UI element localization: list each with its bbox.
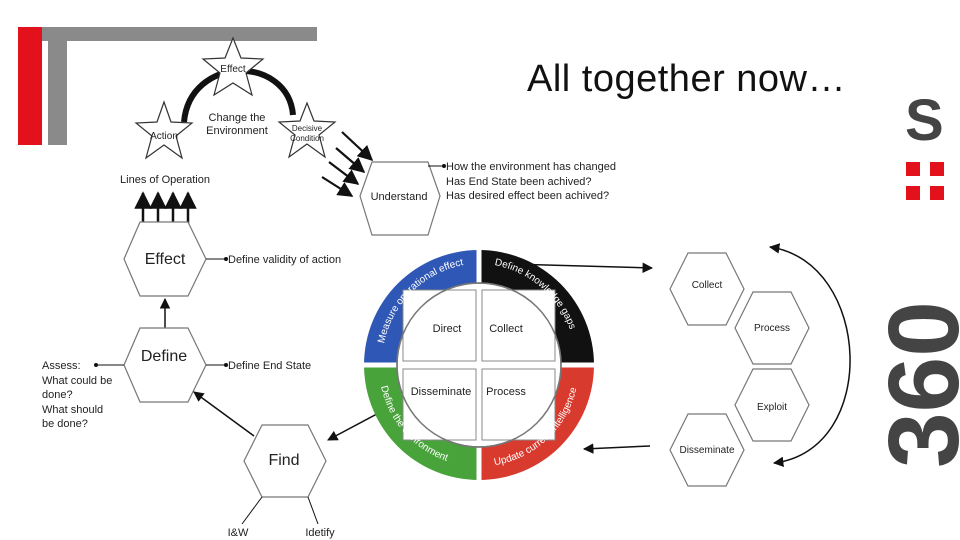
assess-line-3: done? — [42, 389, 73, 401]
disseminate-to-circle-arrow — [582, 443, 651, 454]
diagonal-arrow — [321, 176, 354, 197]
find-output-identify: Idetify — [305, 527, 335, 539]
grey-accent-bar-side — [48, 41, 67, 145]
disseminate-hex — [669, 413, 745, 487]
understand-label: Understand — [371, 191, 428, 203]
define-note: Define End State — [228, 360, 311, 372]
brand-360-mark: 360 — [868, 301, 960, 468]
diagonal-arrow — [335, 147, 366, 174]
disseminate-hex-label: Disseminate — [679, 445, 734, 456]
red-accent-bar — [18, 27, 42, 145]
decisive-star-line2: Condition — [290, 134, 324, 143]
quadrant-collect-label: Collect — [489, 323, 523, 335]
effect-star-label: Effect — [220, 64, 246, 75]
define-hex — [123, 327, 207, 403]
assess-line-1: Assess: — [42, 360, 81, 372]
find-output-iw: I&W — [228, 527, 249, 539]
understand-note-1: How the environment has changed — [446, 161, 616, 173]
decisive-condition-star — [277, 101, 337, 159]
effect-star — [201, 36, 265, 97]
quadrant-process-label: Process — [486, 386, 526, 398]
process-hex-label: Process — [754, 323, 790, 334]
find-output-line — [307, 496, 319, 525]
collect-hex-label: Collect — [692, 280, 723, 291]
assess-line-2: What could be — [42, 375, 112, 387]
find-to-define-arrow — [193, 391, 255, 437]
slide-title: All together now… — [527, 58, 846, 100]
assess-line-5: be done? — [42, 418, 88, 430]
collect-hex — [669, 252, 745, 326]
diagonal-arrow — [328, 161, 360, 185]
find-output-line — [241, 496, 263, 525]
understand-hex — [359, 161, 441, 236]
right-cycle-arc — [768, 243, 851, 468]
exploit-hex-label: Exploit — [757, 402, 787, 413]
brand-dot — [906, 186, 920, 200]
effect-hex-label: Effect — [145, 251, 186, 268]
change-label-line2: Environment — [206, 125, 268, 137]
circle-to-collect-arrow — [509, 262, 654, 273]
define-hex-label: Define — [141, 348, 187, 365]
diagonal-arrow — [341, 131, 374, 162]
quadrant-disseminate — [402, 368, 477, 441]
quadrant-disseminate-label: Disseminate — [411, 386, 472, 398]
understand-note-3: Has desired effect been achived? — [446, 190, 609, 202]
brand-dot — [930, 162, 944, 176]
assess-line-4: What should — [42, 404, 103, 416]
inner-circle-outline — [396, 282, 562, 448]
effect-note: Define validity of action — [228, 254, 341, 266]
lines-of-operation-label: Lines of Operation — [120, 174, 210, 186]
action-star-label: Action — [150, 131, 178, 142]
brand-dot — [930, 186, 944, 200]
action-star — [134, 100, 194, 160]
understand-note-2: Has End State been achived? — [446, 176, 592, 188]
decisive-star-line1: Decisive — [292, 124, 323, 133]
brand-dot — [906, 162, 920, 176]
effect-hex — [123, 221, 207, 297]
grey-accent-bar-top — [42, 27, 317, 41]
quadrant-direct-label: Direct — [433, 323, 462, 335]
change-label-line1: Change the — [209, 112, 266, 124]
quadrant-process — [481, 368, 556, 441]
brand-s-letter: S — [905, 88, 944, 153]
find-hex-label: Find — [268, 452, 299, 469]
